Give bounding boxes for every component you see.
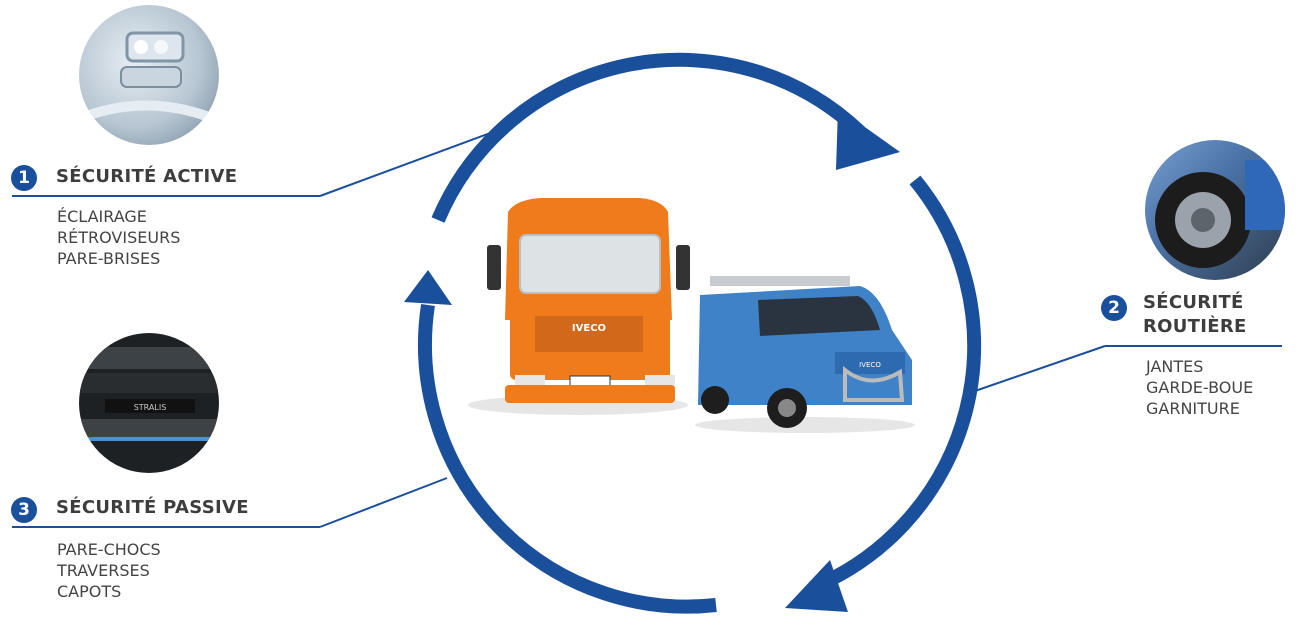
cycle-arc-right (809, 175, 982, 595)
list-item: RÉTROVISEURS (57, 228, 181, 247)
section-title-passive: SÉCURITÉ PASSIVE (56, 497, 249, 518)
arrowhead-top-icon (836, 108, 900, 170)
list-item: ÉCLAIRAGE (57, 207, 147, 226)
section-title-active: SÉCURITÉ ACTIVE (56, 166, 238, 187)
arrowhead-right-icon (785, 560, 848, 612)
list-item: PARE-BRISES (57, 249, 161, 268)
section-title-road-line2: ROUTIÈRE (1143, 316, 1247, 337)
section-list-road: JANTES GARDE-BOUE GARNITURE (1146, 356, 1253, 419)
section-title-road-line1: SÉCURITÉ (1143, 292, 1244, 313)
cycle-arc-bottom (417, 303, 717, 614)
wheel-photo (1145, 140, 1285, 280)
connector-line-3 (319, 477, 448, 528)
section-number-3: 3 (11, 497, 37, 523)
list-item: GARNITURE (1146, 399, 1240, 418)
list-item: JANTES (1146, 357, 1204, 376)
section-number-1: 1 (11, 165, 37, 191)
list-item: CAPOTS (57, 582, 122, 601)
list-item: TRAVERSES (57, 561, 150, 580)
grille-photo: STRALIS (79, 333, 219, 473)
arrowhead-left-icon (404, 270, 452, 305)
headlight-photo (79, 5, 219, 145)
section-number-2: 2 (1101, 295, 1127, 321)
list-item: PARE-CHOCS (57, 540, 161, 559)
list-item: GARDE-BOUE (1146, 378, 1254, 397)
section-list-passive: PARE-CHOCS TRAVERSES CAPOTS (57, 539, 161, 602)
section-list-active: ÉCLAIRAGE RÉTROVISEURS PARE-BRISES (57, 206, 180, 269)
cycle-arc-top (431, 52, 865, 223)
connector-line-2 (971, 345, 1106, 393)
grille-text: STRALIS (134, 403, 167, 412)
